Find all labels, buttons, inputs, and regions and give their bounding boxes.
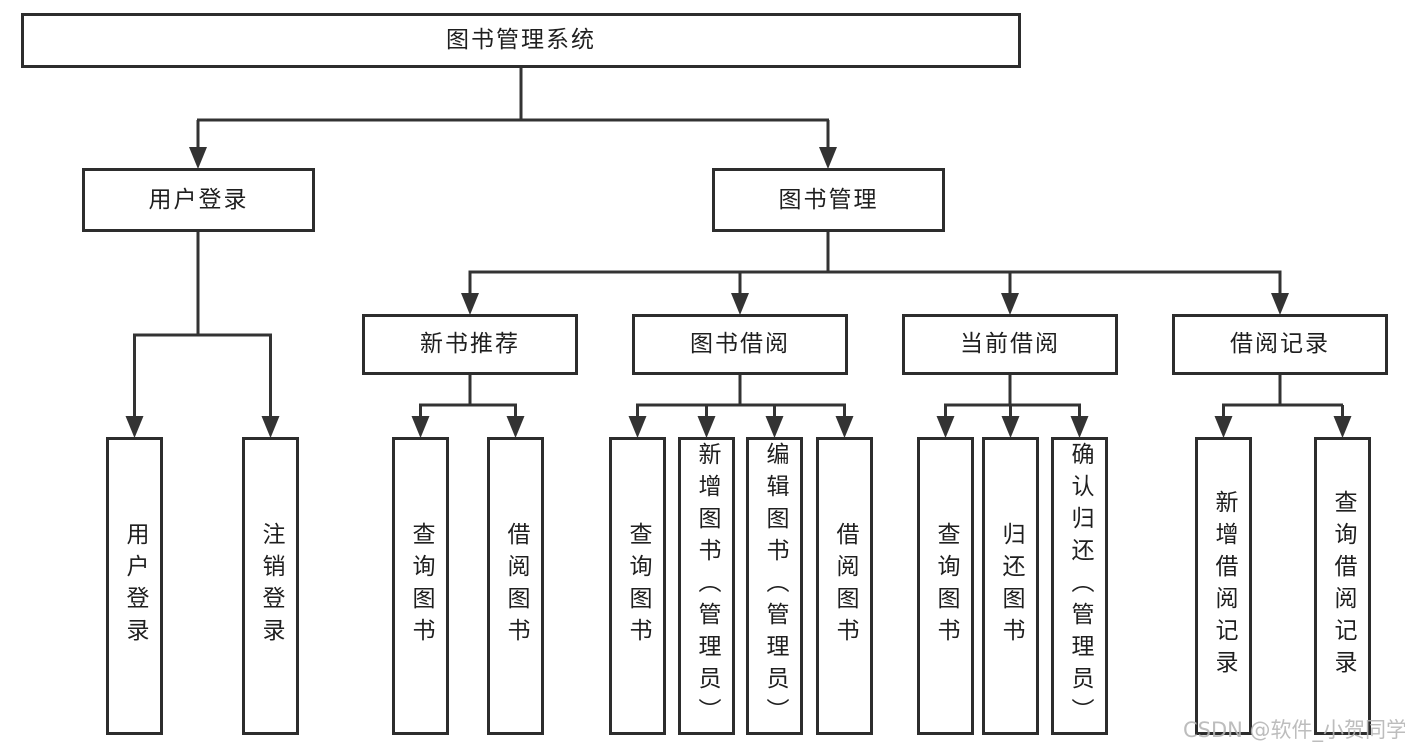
node-new-book-recommendation: 新书推荐 [362,314,578,375]
node-current-borrowing: 当前借阅 [902,314,1118,375]
leaf-borrow-books-borrowing: 借阅图书 [816,437,873,735]
node-book-management: 图书管理 [712,168,945,232]
leaf-confirm-return-admin: 确认归还（管理员） [1051,437,1108,735]
leaf-borrow-books-recommend: 借阅图书 [487,437,544,735]
leaf-edit-book-admin: 编辑图书（管理员） [746,437,803,735]
csdn-watermark: CSDN @软件_小贺同学 [1183,718,1405,742]
node-library-system: 图书管理系统 [21,13,1021,68]
leaf-user-login: 用户登录 [106,437,163,735]
leaf-logout: 注销登录 [242,437,299,735]
leaf-query-books-borrowing: 查询图书 [609,437,666,735]
leaf-query-books-current: 查询图书 [917,437,974,735]
leaf-add-book-admin: 新增图书（管理员） [678,437,735,735]
leaf-query-books-recommend: 查询图书 [392,437,449,735]
node-borrowing-records: 借阅记录 [1172,314,1388,375]
leaf-return-books: 归还图书 [982,437,1039,735]
leaf-query-borrow-record: 查询借阅记录 [1314,437,1371,735]
node-book-borrowing: 图书借阅 [632,314,848,375]
node-user-login: 用户登录 [82,168,315,232]
leaf-add-borrow-record: 新增借阅记录 [1195,437,1252,735]
